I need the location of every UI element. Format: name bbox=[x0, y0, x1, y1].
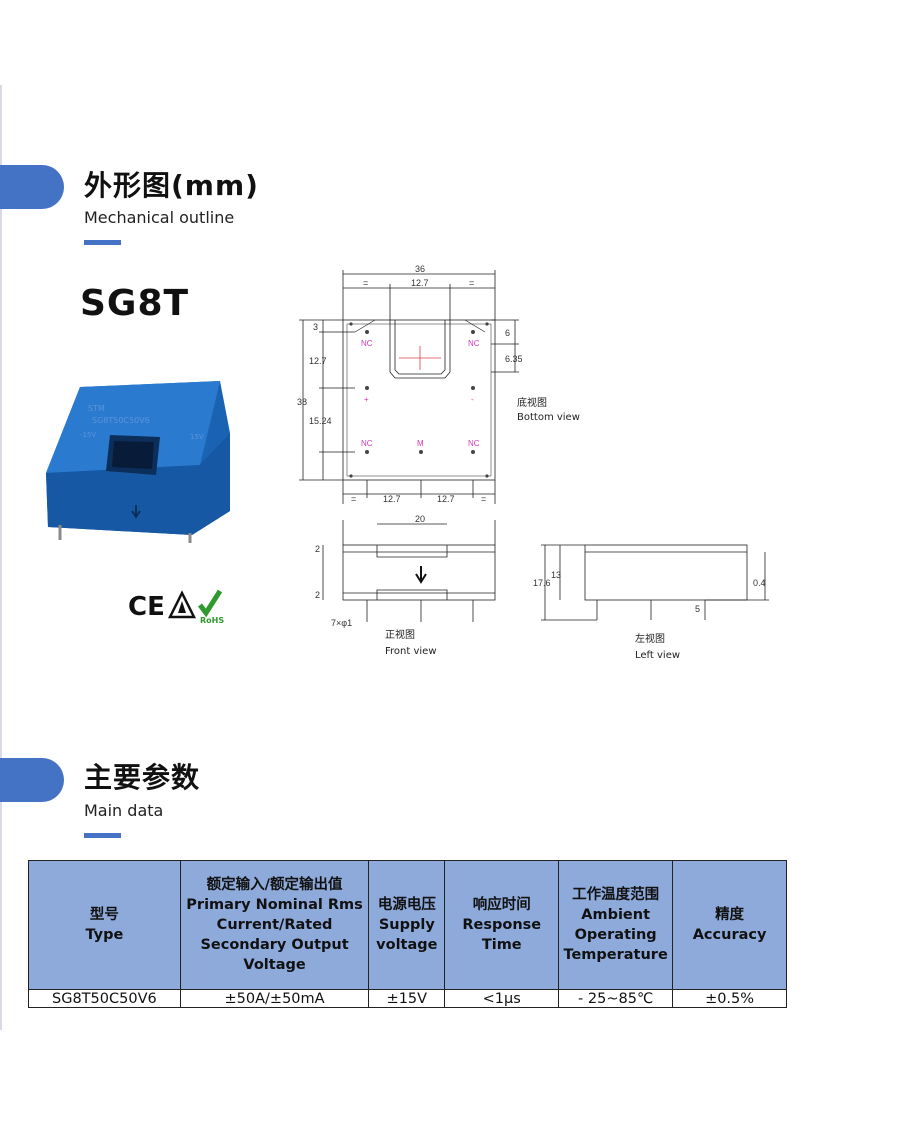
mechanical-drawing: NC NC + - NC M NC 36 = 12.7 = 38 3 12.7 … bbox=[297, 264, 769, 661]
pin-label-m: M bbox=[417, 439, 424, 448]
left-view-label-cn: 左视图 bbox=[635, 632, 665, 645]
front-view-label-en: Front view bbox=[385, 646, 437, 657]
bottom-view-label-cn: 底视图 bbox=[517, 396, 547, 409]
section-underline bbox=[84, 240, 121, 245]
pin-label-nc: NC bbox=[468, 439, 480, 448]
dim-2: 2 bbox=[315, 544, 320, 554]
cell-supply-voltage: ±15V bbox=[368, 989, 446, 1008]
dim-eq: = bbox=[481, 494, 486, 504]
section-tab-marker bbox=[0, 758, 64, 802]
section-subtitle: Main data bbox=[84, 801, 164, 820]
dim-17-6: 17.6 bbox=[533, 578, 551, 588]
dim-pin-pitch: 12.7 bbox=[383, 494, 401, 504]
cell-nominal-current: ±50A/±50mA bbox=[179, 989, 370, 1008]
section-underline bbox=[84, 833, 121, 838]
section-subtitle: Mechanical outline bbox=[84, 208, 235, 227]
dim-front-width: 20 bbox=[415, 514, 425, 524]
dim-pins: 7×φ1 bbox=[331, 618, 352, 628]
cell-response-time: <1μs bbox=[444, 989, 560, 1008]
pin-label-plus: + bbox=[364, 395, 369, 404]
dim-6-35: 6.35 bbox=[505, 354, 523, 364]
dim-height: 38 bbox=[297, 397, 307, 407]
dim-13: 13 bbox=[551, 570, 561, 580]
dim-eq: = bbox=[351, 494, 356, 504]
esd-warning-icon bbox=[167, 590, 197, 619]
photo-brand-text: STM bbox=[88, 404, 105, 413]
dim-slot: 12.7 bbox=[411, 278, 429, 288]
certification-marks: CE RoHS bbox=[128, 589, 224, 625]
section-tab-marker bbox=[0, 165, 64, 209]
photo-neg-supply-text: -15V bbox=[80, 431, 96, 439]
dim-eq: = bbox=[363, 278, 368, 288]
cell-type: SG8T50C50V6 bbox=[28, 989, 181, 1008]
pin-label-nc: NC bbox=[361, 439, 373, 448]
table-row: SG8T50C50V6 ±50A/±50mA ±15V <1μs - 25~85… bbox=[28, 989, 787, 1008]
rohs-check-icon bbox=[198, 589, 223, 618]
dim-5: 5 bbox=[695, 604, 700, 614]
section-title: 外形图(mm) bbox=[84, 169, 259, 202]
dim-15-24: 15.24 bbox=[309, 416, 332, 426]
photo-model-text: SG8T50C50V6 bbox=[92, 416, 150, 425]
product-photo: STM SG8T50C50V6 -15V 15V bbox=[46, 381, 230, 543]
product-model: SG8T bbox=[80, 283, 190, 324]
photo-pos-supply-text: 15V bbox=[190, 433, 204, 441]
front-view-label-cn: 正视图 bbox=[385, 628, 415, 641]
dim-3: 3 bbox=[313, 322, 318, 332]
dim-pin-pitch: 12.7 bbox=[437, 494, 455, 504]
dim-12-7-vertical: 12.7 bbox=[309, 356, 327, 366]
ce-mark-icon: CE bbox=[128, 592, 165, 622]
rohs-label: RoHS bbox=[200, 616, 224, 625]
page-edge-line bbox=[0, 85, 2, 1030]
dim-0-4: 0.4 bbox=[753, 578, 766, 588]
section-title: 主要参数 bbox=[84, 761, 201, 794]
dim-6: 6 bbox=[505, 328, 510, 338]
cell-accuracy: ±0.5% bbox=[672, 989, 787, 1008]
left-view-label-en: Left view bbox=[635, 650, 680, 661]
pin-label-nc: NC bbox=[361, 339, 373, 348]
direction-arrow-icon bbox=[415, 566, 427, 584]
dim-2: 2 bbox=[315, 590, 320, 600]
dim-width: 36 bbox=[415, 264, 425, 274]
pin-label-nc: NC bbox=[468, 339, 480, 348]
dim-eq: = bbox=[469, 278, 474, 288]
pin-label-minus: - bbox=[471, 395, 474, 404]
cell-operating-temperature: - 25~85℃ bbox=[558, 989, 674, 1008]
bottom-view-label-en: Bottom view bbox=[517, 412, 580, 423]
